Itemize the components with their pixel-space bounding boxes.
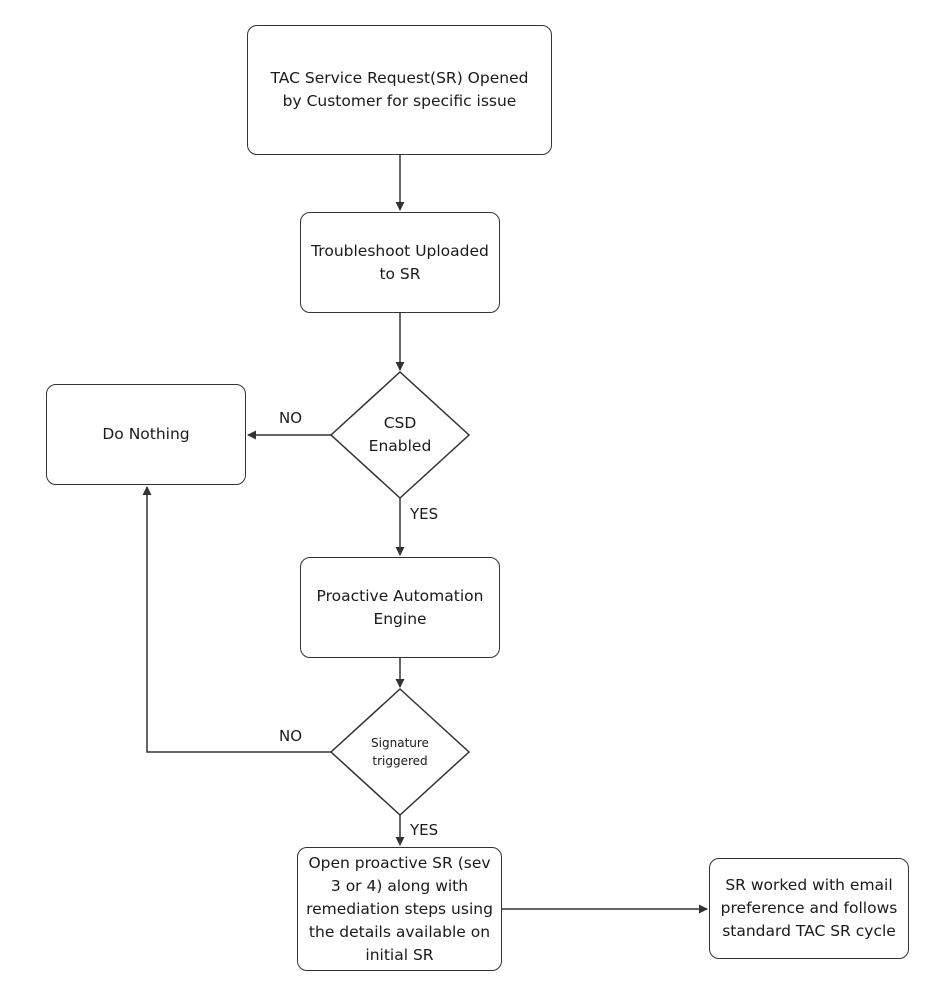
proactive-engine-box: Proactive Automation Engine [300,557,500,658]
open-proactive-sr-box: Open proactive SR (sev 3 or 4) along wit… [297,847,502,971]
csd-enabled-label: CSD Enabled [368,414,432,455]
sr-worked-box: SR worked with email preference and foll… [709,858,909,959]
do-nothing-label: Do Nothing [102,425,190,443]
troubleshoot-uploaded-box: Troubleshoot Uploaded to SR [300,212,500,313]
signature-no-label: NO [279,727,303,745]
csd-no-label: NO [279,409,303,427]
sr-worked-label: SR worked with email preference and foll… [720,876,898,940]
signature-triggered-label: Signature triggered [371,736,429,768]
arrow-signature-no [142,486,331,753]
proactive-engine-label: Proactive Automation Engine [316,586,484,628]
sr-opened-label: TAC Service Request(SR) Opened by Custom… [270,69,529,110]
csd-yes-label: YES [410,505,439,523]
troubleshoot-uploaded-label: Troubleshoot Uploaded to SR [311,241,489,283]
signature-yes-label: YES [410,821,439,839]
do-nothing-box: Do Nothing [46,384,246,485]
sr-opened-box: TAC Service Request(SR) Opened by Custom… [247,25,552,155]
open-proactive-sr-label: Open proactive SR (sev 3 or 4) along wit… [306,853,493,964]
